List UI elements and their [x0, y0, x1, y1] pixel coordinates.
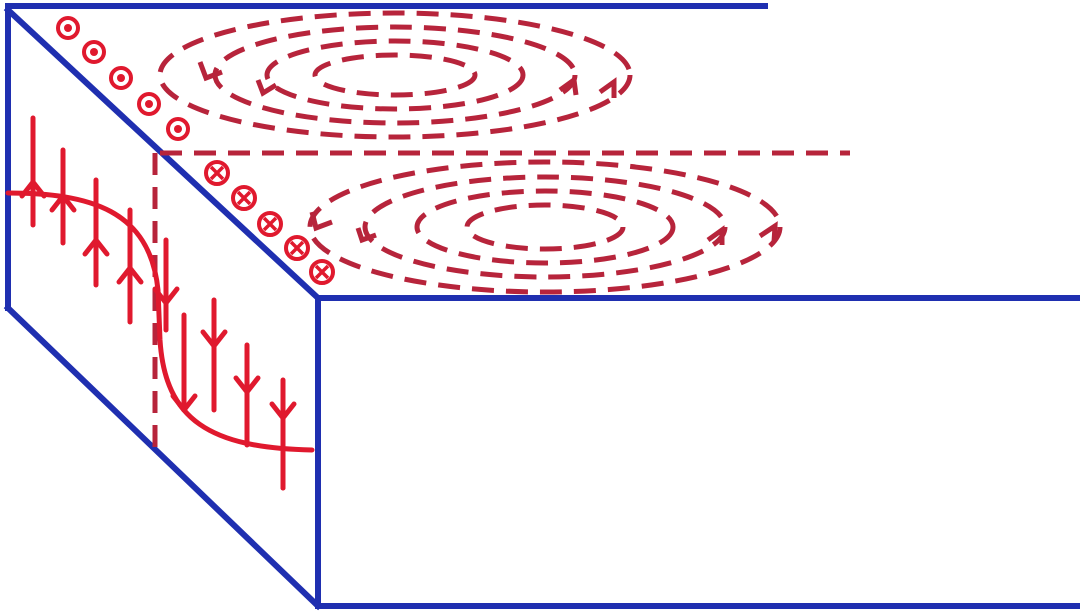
arrow-head — [82, 237, 110, 257]
out-of-page-icon — [56, 16, 80, 40]
arrow-up-icon — [116, 207, 144, 325]
marker-cross — [209, 165, 225, 181]
vortex-arrow-icon — [598, 77, 617, 98]
marker-ring — [109, 66, 133, 90]
marker-ring — [166, 117, 190, 141]
marker-cross — [236, 190, 252, 206]
marker-ring — [231, 185, 257, 211]
vortex-lower — [307, 159, 783, 295]
vortex-arrow-icon — [758, 221, 778, 243]
arrow-head — [49, 193, 77, 213]
arrow-down-icon — [233, 342, 261, 448]
velocity-profile — [5, 115, 315, 491]
out-of-page-icon — [137, 92, 161, 116]
arrow-down-icon — [200, 297, 228, 413]
outline-diagonal-bottom — [3, 303, 323, 611]
marker-ring — [257, 211, 283, 237]
arrow-head — [116, 265, 144, 285]
arrow-up-icon — [49, 147, 77, 246]
marker-ring — [82, 40, 106, 64]
marker-cross — [314, 264, 330, 280]
vortex-group — [152, 10, 850, 458]
out-of-page-icon — [109, 66, 133, 90]
vortex-lower-ring — [464, 202, 626, 252]
into-page-icon — [204, 160, 230, 186]
marker-dot — [145, 100, 153, 108]
into-page-icon — [257, 211, 283, 237]
arrow-down-icon — [152, 237, 180, 333]
marker-dot — [90, 48, 98, 56]
out-of-page-icon — [82, 40, 106, 64]
marker-dot — [174, 125, 182, 133]
vortex-upper-ring — [312, 52, 478, 98]
vortex-lower-ring — [414, 188, 676, 266]
arrow-down-icon — [170, 312, 198, 413]
vortex-arrow-icon — [197, 61, 223, 82]
vortex-arrow-icon — [309, 211, 333, 232]
marker-dot — [64, 24, 72, 32]
velocity-profile-curve — [5, 190, 315, 453]
vortex-lower-ring — [362, 174, 728, 280]
into-page-icon — [309, 259, 335, 285]
vortex-arrow-icon — [706, 225, 725, 245]
into-page-icon — [231, 185, 257, 211]
arrow-head — [152, 286, 180, 306]
marker-cross — [262, 216, 278, 232]
marker-ring — [56, 16, 80, 40]
marker-cross — [289, 240, 305, 256]
marker-dot — [117, 74, 125, 82]
vortex-lower-ring — [307, 159, 783, 295]
block-outline — [3, 3, 1080, 611]
vortex-upper-ring — [264, 38, 526, 112]
marker-ring — [137, 92, 161, 116]
vortex-arrow-icon — [255, 79, 278, 97]
vortex-upper-ring — [157, 10, 633, 140]
arrow-head — [19, 179, 47, 199]
arrow-head — [233, 375, 261, 395]
vortex-markers — [56, 16, 335, 285]
into-page-icon — [284, 235, 310, 261]
marker-ring — [204, 160, 230, 186]
marker-ring — [309, 259, 335, 285]
out-of-page-icon — [166, 117, 190, 141]
arrow-up-icon — [82, 177, 110, 288]
arrow-head — [200, 329, 228, 349]
vortex-upper — [157, 10, 633, 140]
marker-ring — [284, 235, 310, 261]
vortex-arrow-icon — [355, 227, 377, 244]
vortex-arrow-icon — [558, 75, 579, 96]
arrow-up-icon — [19, 115, 47, 228]
arrow-head — [170, 393, 198, 413]
